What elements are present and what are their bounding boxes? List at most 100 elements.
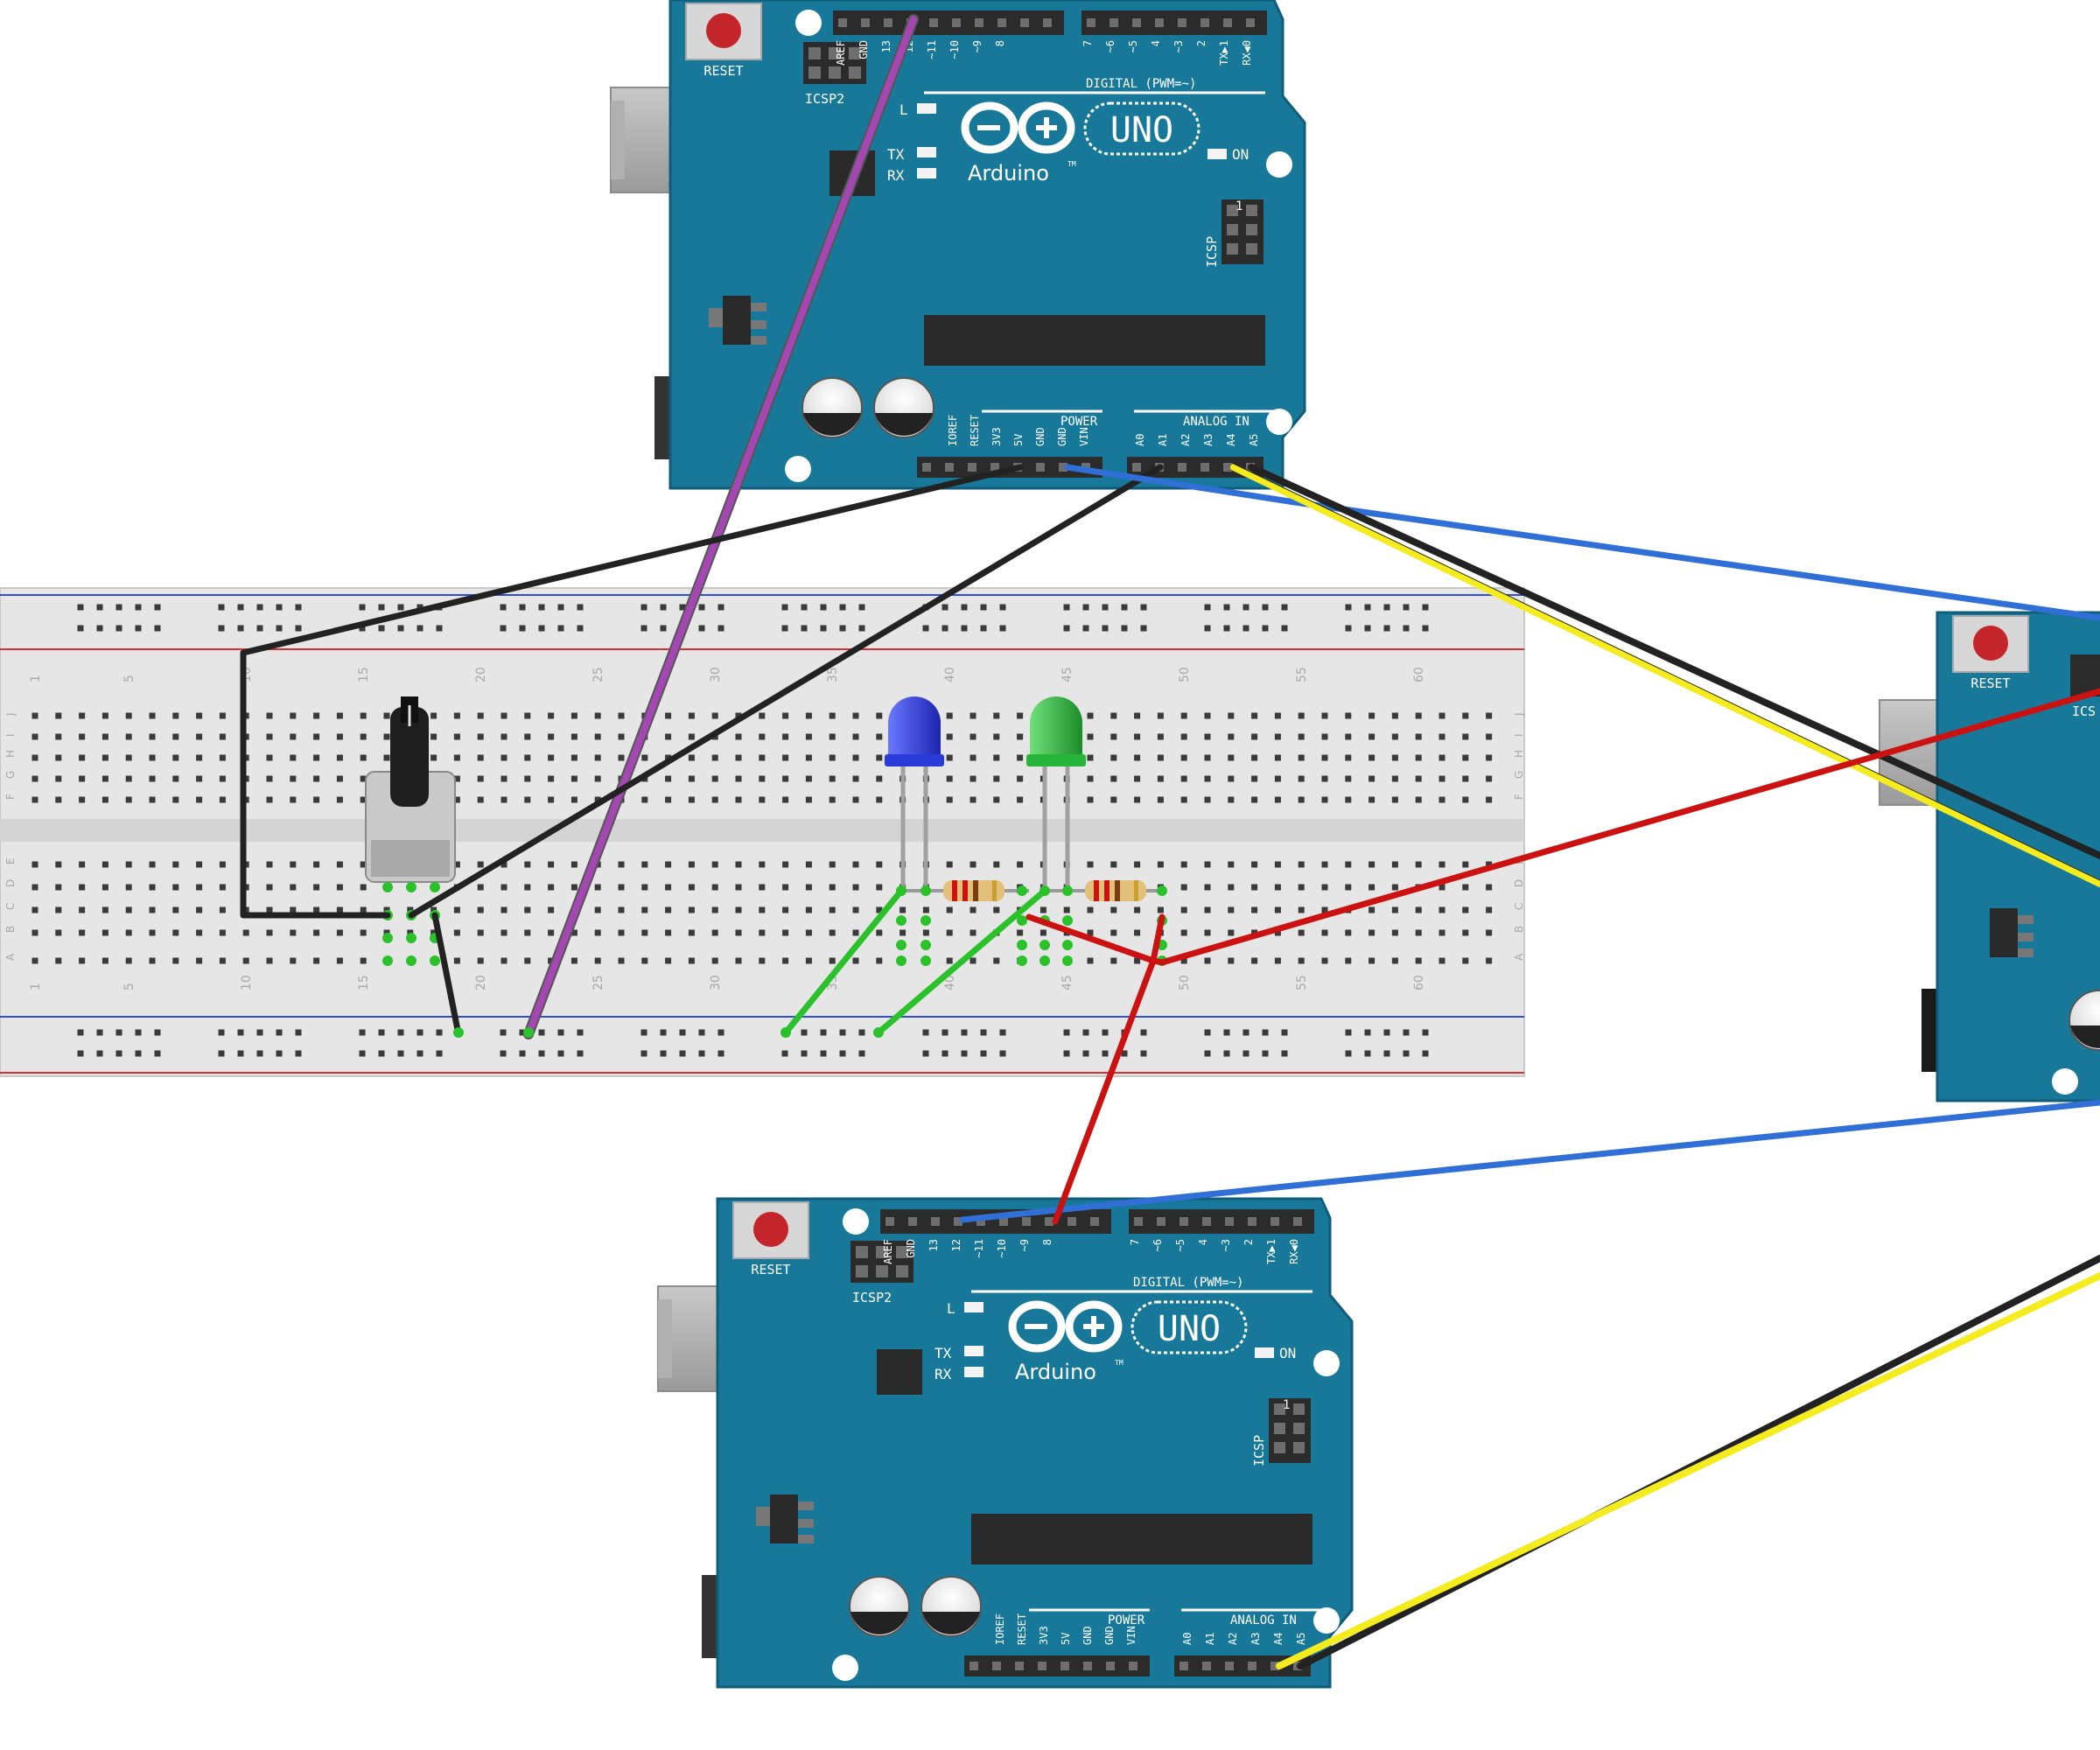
header-pin[interactable] <box>929 18 938 27</box>
header-pin[interactable] <box>1090 1217 1099 1226</box>
column-number: 25 <box>592 667 606 682</box>
wire-green-blue-led[interactable] <box>782 887 905 1036</box>
pin-label: A2 <box>1180 434 1192 446</box>
header-pin[interactable] <box>1157 1217 1166 1226</box>
pin-label: 12 <box>950 1239 962 1251</box>
header-pin[interactable] <box>1132 463 1141 472</box>
row-letter: C <box>4 903 17 910</box>
row-letter: E <box>4 858 17 864</box>
header-pin[interactable] <box>1043 18 1052 27</box>
header-pin[interactable] <box>1180 1662 1188 1670</box>
wire-blue-top[interactable] <box>1064 464 2100 621</box>
header-pin[interactable] <box>1045 1217 1054 1226</box>
header-pin[interactable] <box>1223 463 1232 472</box>
pin-label: ~6 <box>1104 40 1116 52</box>
header-pin[interactable] <box>998 18 1006 27</box>
header-pin[interactable] <box>992 1662 1001 1670</box>
header-pin[interactable] <box>1225 1662 1234 1670</box>
header-pin[interactable] <box>1225 1217 1234 1226</box>
pin-label: 7 <box>1129 1239 1141 1245</box>
header-pin[interactable] <box>1038 1662 1046 1670</box>
header-pin[interactable] <box>1087 18 1096 27</box>
header-pin[interactable] <box>1060 1662 1069 1670</box>
header-pin[interactable] <box>1180 1217 1188 1226</box>
header-pin[interactable] <box>1248 1217 1256 1226</box>
column-number: 55 <box>1295 975 1309 990</box>
header-pin[interactable] <box>1200 18 1209 27</box>
header-pin[interactable] <box>1270 1217 1279 1226</box>
icsp2-label: ICSP2 <box>805 91 844 107</box>
header-pin[interactable] <box>990 463 999 472</box>
header-pin[interactable] <box>931 1217 940 1226</box>
pin-label: A4 <box>1272 1633 1284 1645</box>
blue-led[interactable] <box>885 696 944 889</box>
header-pin[interactable] <box>1110 18 1118 27</box>
header-pin[interactable] <box>922 463 931 472</box>
pin-label: AREF <box>835 40 847 66</box>
header-pin[interactable] <box>970 1662 978 1670</box>
analog-label: ANALOG IN <box>1230 1614 1297 1628</box>
wire-red[interactable] <box>1026 688 2100 1225</box>
header-pin[interactable] <box>1270 1662 1279 1670</box>
column-number: 15 <box>357 667 371 682</box>
header-pin[interactable] <box>1083 1662 1092 1670</box>
wire-purple[interactable] <box>523 14 919 1040</box>
header-pin[interactable] <box>1200 463 1209 472</box>
header-pin[interactable] <box>1178 463 1186 472</box>
header-pin[interactable] <box>1246 18 1255 27</box>
pin-label: 13 <box>928 1239 940 1251</box>
header-pin[interactable] <box>1015 1662 1024 1670</box>
wire-yellow-a4-bottom[interactable] <box>1276 1272 2100 1670</box>
column-number: 25 <box>592 975 606 990</box>
header-pin[interactable] <box>999 1217 1008 1226</box>
header-pin[interactable] <box>886 1217 894 1226</box>
header-pin[interactable] <box>1134 1217 1143 1226</box>
green-led[interactable] <box>1026 696 1086 889</box>
pin-label: GND <box>858 40 870 60</box>
header-pin[interactable] <box>1022 1217 1031 1226</box>
header-pin[interactable] <box>975 18 984 27</box>
header-pin[interactable] <box>1106 1662 1115 1670</box>
pin-label: ~9 <box>1018 1239 1031 1251</box>
wire-black-a5-top[interactable] <box>1248 464 2100 859</box>
header-pin[interactable] <box>1036 463 1045 472</box>
pin-label: 8 <box>994 40 1006 46</box>
header-pin[interactable] <box>1248 1662 1256 1670</box>
wire-blue-bottom[interactable] <box>959 1099 2100 1223</box>
pin-label: RESET <box>969 415 981 446</box>
header-pin[interactable] <box>838 18 847 27</box>
header-pin[interactable] <box>1068 1217 1076 1226</box>
header-pin[interactable] <box>861 18 870 27</box>
wire-yellow-a4-top[interactable] <box>1230 463 2100 887</box>
pin-label: A2 <box>1227 1633 1239 1645</box>
pin-label: 4 <box>1197 1239 1209 1245</box>
pin-label: GND <box>1103 1626 1116 1645</box>
pin-label: A3 <box>1250 1633 1262 1645</box>
header-pin[interactable] <box>1132 18 1141 27</box>
header-pin[interactable] <box>968 463 976 472</box>
header-pin[interactable] <box>1223 18 1232 27</box>
wire-black-a1[interactable] <box>408 464 1164 919</box>
header-pin[interactable] <box>1059 463 1068 472</box>
header-pin[interactable] <box>1020 18 1029 27</box>
header-pin[interactable] <box>884 18 892 27</box>
pin-label: 3V3 <box>990 427 1003 446</box>
header-pin[interactable] <box>908 1217 917 1226</box>
arduino-top: RESET ICSP2 DIGITAL (PWM=~) L TX RX ON U… <box>611 0 1305 488</box>
header-pin[interactable] <box>1202 1662 1211 1670</box>
header-pin[interactable] <box>952 18 961 27</box>
column-number: 30 <box>709 975 723 990</box>
wire-green-green-led[interactable] <box>875 887 1048 1036</box>
header-pin[interactable] <box>1293 1217 1302 1226</box>
header-pin[interactable] <box>976 1217 985 1226</box>
header-pin[interactable] <box>1178 18 1186 27</box>
header-pin[interactable] <box>954 1217 962 1226</box>
potentiometer[interactable] <box>365 696 456 892</box>
header-pin[interactable] <box>1155 18 1164 27</box>
header-pin[interactable] <box>1129 1662 1138 1670</box>
power-label: POWER <box>1108 1614 1145 1628</box>
header-pin[interactable] <box>1202 1217 1211 1226</box>
wire-black-gnd[interactable] <box>431 912 462 1038</box>
wire-black-5v[interactable] <box>240 464 1024 919</box>
header-pin[interactable] <box>945 463 954 472</box>
